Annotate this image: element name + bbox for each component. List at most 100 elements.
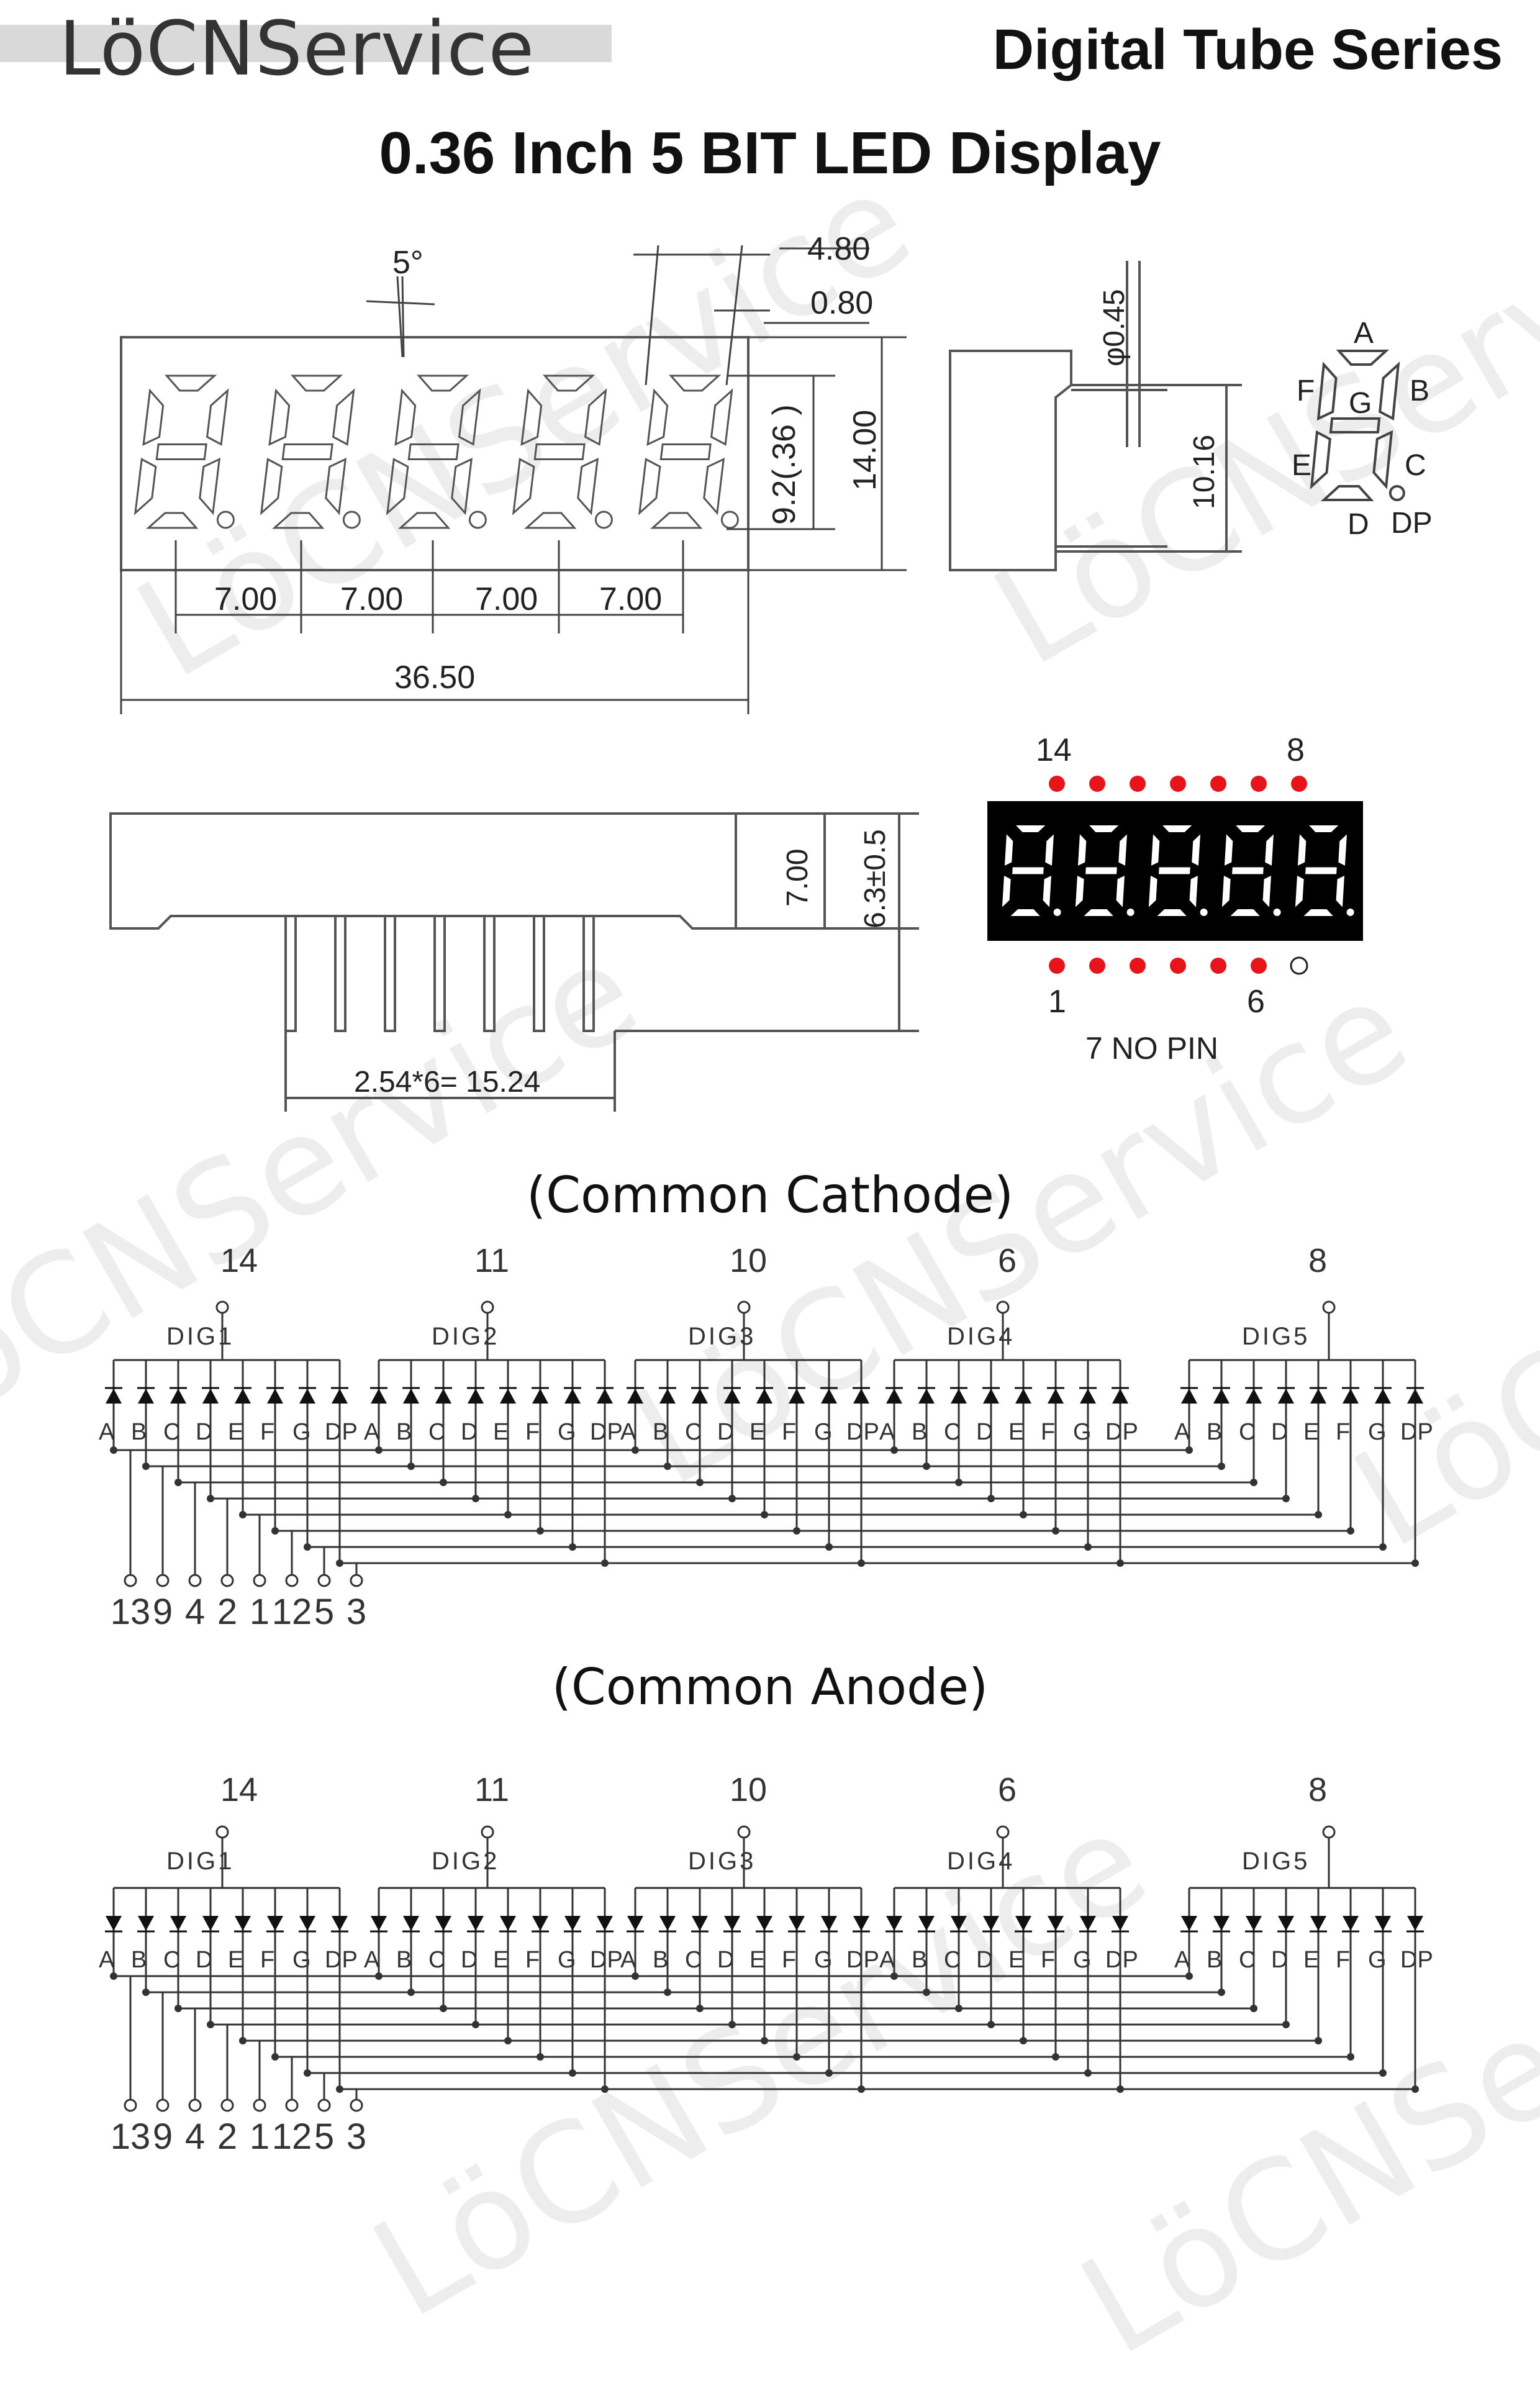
junction — [890, 1972, 898, 1980]
pin-dot-empty — [1290, 956, 1308, 975]
segment-c — [199, 457, 221, 515]
segment-pin-terminal — [350, 2098, 363, 2112]
diode-g — [299, 1389, 315, 1404]
diode-f — [1343, 1389, 1359, 1404]
diode-dp — [597, 1916, 613, 1931]
segment-pin-number: 4 — [185, 2116, 205, 2157]
segment-label: DP — [1105, 1419, 1138, 1445]
diode-c — [951, 1916, 967, 1931]
diode-b — [403, 1916, 419, 1931]
segment-map-digit — [1310, 350, 1405, 501]
junction — [504, 2037, 512, 2044]
diode-a — [371, 1389, 387, 1404]
diode-a — [371, 1916, 387, 1931]
diode-f — [267, 1916, 283, 1931]
segment-a — [669, 374, 722, 392]
segment-dp — [1198, 907, 1209, 917]
diode-e — [1310, 1389, 1326, 1404]
diode-f — [1048, 1916, 1064, 1931]
digit-pin-terminal — [996, 1825, 1010, 1839]
segment-label: A — [99, 1419, 115, 1445]
digit-label: DIG1 — [166, 1323, 234, 1350]
segment-f — [520, 388, 543, 447]
segment-label: F — [782, 1419, 796, 1445]
segment-pin-terminal — [285, 1574, 299, 1587]
diode-b — [138, 1916, 154, 1931]
segment-f — [142, 388, 165, 447]
diode-a — [627, 1916, 643, 1931]
junction — [569, 2069, 576, 2077]
segment-pin-terminal — [124, 1574, 137, 1587]
segment-label: E — [228, 1419, 243, 1445]
seg-label-e: E — [1292, 449, 1311, 482]
junction — [632, 1446, 639, 1454]
segment-label: C — [685, 1419, 702, 1445]
digit-label: DIG2 — [432, 1848, 499, 1875]
junction — [1185, 1972, 1193, 1980]
segment-e — [1147, 873, 1159, 910]
junction — [1218, 1989, 1225, 1996]
dim-pitch-4: 7.00 — [599, 581, 662, 617]
segment-label: C — [944, 1419, 961, 1445]
junction — [1052, 1527, 1059, 1535]
diode-d — [202, 1916, 219, 1931]
segment-pin-terminal — [220, 1574, 234, 1587]
pin-label-14: 14 — [1036, 732, 1072, 768]
segment-label: G — [814, 1419, 833, 1445]
junction — [696, 1479, 704, 1486]
digit-pin-number: 11 — [474, 1242, 509, 1279]
diode-d — [1278, 1916, 1294, 1931]
junction — [1185, 1446, 1193, 1454]
junction — [110, 1446, 117, 1454]
digit-pin-terminal — [481, 1300, 494, 1314]
segment-label: A — [1174, 1947, 1190, 1973]
segment-pin-number: 9 — [153, 1592, 173, 1632]
diode-g — [821, 1389, 837, 1404]
diode-e — [235, 1389, 251, 1404]
junction — [793, 1527, 800, 1535]
segment-d — [524, 512, 577, 529]
pin-dot-top — [1049, 776, 1065, 792]
diode-g — [821, 1916, 837, 1931]
diode-c — [1246, 1389, 1262, 1404]
brand-banner — [0, 25, 612, 62]
segment-g — [1010, 866, 1045, 876]
segment-pin-number: 13 — [111, 1592, 151, 1632]
diode-a — [886, 1916, 902, 1931]
diode-dp — [853, 1916, 869, 1931]
junction — [955, 2005, 962, 2012]
diode-b — [918, 1389, 935, 1404]
junction — [858, 1559, 865, 1567]
segment-d — [1227, 908, 1263, 917]
segment-label: DP — [325, 1947, 358, 1973]
dim-height: 14.00 — [847, 410, 883, 491]
segment-label: DP — [846, 1947, 879, 1973]
segment-label: G — [558, 1947, 576, 1973]
diode-e — [1015, 1389, 1031, 1404]
led-digits — [1000, 824, 1356, 917]
segment-a — [417, 374, 469, 392]
segment-b — [458, 388, 481, 446]
bottom-view — [109, 812, 919, 1112]
segment-label: A — [879, 1419, 895, 1445]
segment-a — [1013, 824, 1049, 833]
segment-label: A — [1174, 1419, 1190, 1445]
segment-pin-number: 3 — [346, 1592, 366, 1632]
segment-c — [1261, 873, 1273, 910]
diode-f — [789, 1916, 805, 1931]
pin-dot-bottom — [1251, 958, 1267, 974]
segment-label: G — [1073, 1947, 1092, 1973]
diode-c — [170, 1389, 186, 1404]
junction — [1347, 2053, 1354, 2061]
pin-dot-top — [1291, 776, 1307, 792]
diode-dp — [332, 1389, 348, 1404]
segment-c — [703, 457, 725, 515]
junction — [1218, 1463, 1225, 1470]
junction — [923, 1989, 930, 1996]
bottom-pin — [284, 915, 297, 1032]
diode-e — [500, 1389, 516, 1404]
junction — [1250, 2005, 1257, 2012]
segment-pin-number: 9 — [153, 2116, 173, 2157]
diode-g — [299, 1916, 315, 1931]
segment-f — [1149, 831, 1161, 868]
